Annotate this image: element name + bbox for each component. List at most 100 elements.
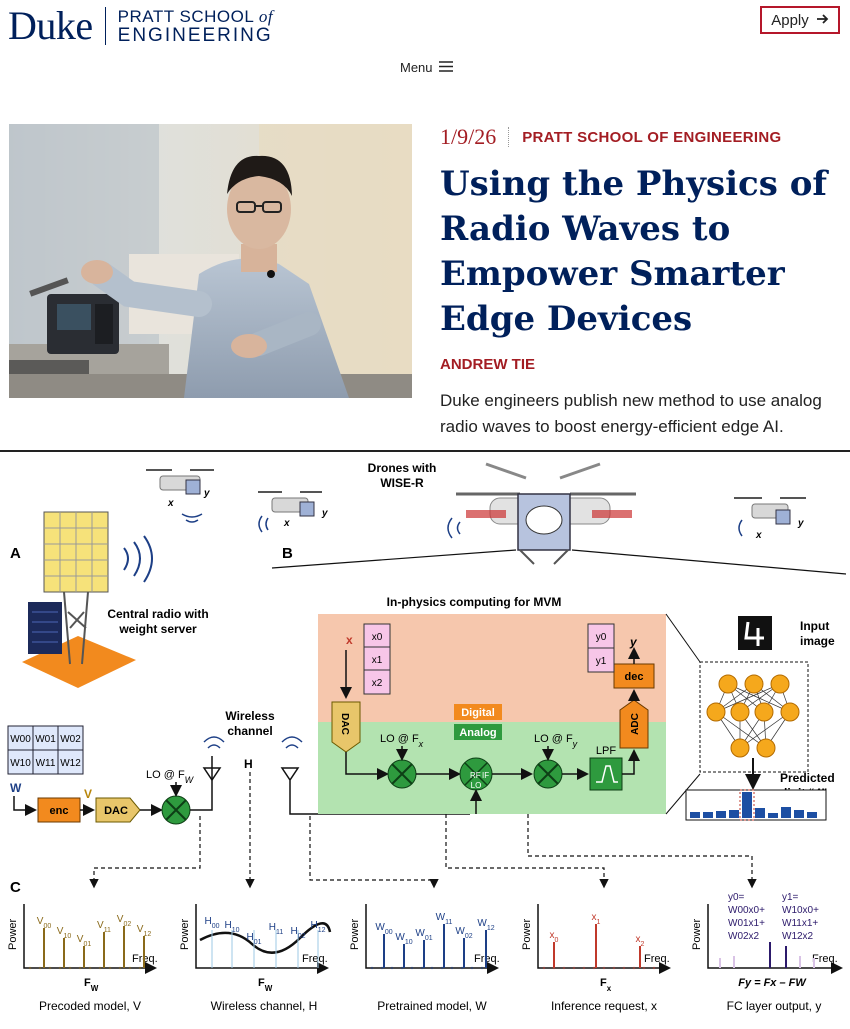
dac-label-tx: DAC bbox=[104, 805, 128, 817]
title-line: Empower Smarter bbox=[440, 254, 785, 294]
svg-text:y0: y0 bbox=[596, 632, 607, 643]
lo-fx-label: LO @ Fx bbox=[380, 733, 424, 749]
spectrum-bar-label: H00 bbox=[204, 916, 219, 930]
panel-b-label: B bbox=[282, 545, 293, 562]
arrow-right-icon bbox=[816, 12, 829, 29]
svg-text:x: x bbox=[755, 530, 762, 541]
spectrum-bar-label: H10 bbox=[224, 920, 239, 934]
logo-line2: ENGINEERING bbox=[117, 24, 273, 46]
svg-text:W02x2: W02x2 bbox=[728, 931, 760, 942]
axis-dot bbox=[450, 966, 454, 970]
plot-title: Wireless channel, H bbox=[211, 999, 318, 1013]
axis-dot bbox=[68, 966, 72, 970]
title-line: Using the Physics of bbox=[440, 164, 828, 204]
axis-dot bbox=[108, 966, 112, 970]
svg-text:Freq.: Freq. bbox=[644, 953, 670, 965]
y-symbol: y bbox=[629, 635, 638, 649]
spectrum-bar-label: V02 bbox=[117, 914, 132, 928]
axis-dot bbox=[78, 966, 82, 970]
duke-pratt-logo[interactable]: Duke PRATT SCHOOL of ENGINEERING bbox=[8, 2, 273, 49]
spectrum-bar-label: H11 bbox=[269, 922, 284, 936]
wireless-channel-label: Wireless bbox=[225, 709, 275, 723]
dac-block-rx bbox=[331, 701, 361, 753]
axis-dot bbox=[460, 966, 464, 970]
svg-text:W02: W02 bbox=[60, 734, 81, 745]
svg-text:W10: W10 bbox=[10, 758, 31, 769]
svg-text:x: x bbox=[167, 498, 174, 509]
svg-text:Freq.: Freq. bbox=[302, 953, 328, 965]
logo-of: of bbox=[258, 6, 274, 26]
article-author-link[interactable]: ANDREW TIE bbox=[440, 356, 535, 373]
tx-antenna-icon bbox=[202, 756, 222, 782]
svg-text:x2: x2 bbox=[372, 678, 383, 689]
analog-label: Analog bbox=[459, 727, 496, 739]
small-drone: y x bbox=[734, 497, 806, 541]
spectrum-bar-label: W12 bbox=[477, 918, 494, 932]
axis-dot bbox=[28, 966, 32, 970]
svg-text:y: y bbox=[321, 508, 328, 519]
axis-dot bbox=[562, 966, 566, 970]
spectrum-bar-label: x1 bbox=[592, 912, 601, 926]
axis-dot bbox=[470, 966, 474, 970]
fw-tick: FW bbox=[84, 977, 99, 993]
svg-text:Power: Power bbox=[7, 918, 19, 950]
input-image-label: Input bbox=[800, 619, 829, 633]
axis-dot bbox=[128, 966, 132, 970]
hamburger-icon bbox=[438, 60, 453, 75]
w-symbol: W bbox=[10, 781, 22, 795]
axis-dot bbox=[88, 966, 92, 970]
decoder-label: dec bbox=[625, 671, 644, 683]
spectrum-bar-label: V12 bbox=[137, 924, 152, 938]
svg-text:x: x bbox=[283, 518, 290, 529]
svg-text:LO: LO bbox=[471, 781, 482, 790]
article-date: 1/9/26 bbox=[440, 124, 497, 149]
logo-duke-wordmark: Duke bbox=[8, 3, 93, 48]
drones-label: Drones with bbox=[368, 461, 437, 475]
svg-text:Power: Power bbox=[691, 918, 703, 950]
drones-label: WISE-R bbox=[380, 476, 424, 490]
svg-text:W12: W12 bbox=[60, 758, 81, 769]
spectrum-bar-label: W02 bbox=[455, 926, 472, 940]
article-source-link[interactable]: PRATT SCHOOL OF ENGINEERING bbox=[522, 128, 782, 146]
input-image-label: image bbox=[800, 634, 835, 648]
apply-label: Apply bbox=[771, 11, 809, 29]
svg-text:W00: W00 bbox=[10, 734, 31, 745]
apply-button[interactable]: Apply bbox=[760, 6, 840, 34]
menu-label: Menu bbox=[400, 60, 433, 75]
input-digit-image bbox=[738, 616, 772, 650]
dac-label-rx: DAC bbox=[339, 713, 350, 735]
svg-text:Power: Power bbox=[521, 918, 533, 950]
weight-matrix: W00 W01 W02 W10 W11 W12 bbox=[7, 725, 84, 775]
h-symbol: H bbox=[244, 757, 253, 771]
svg-text:y: y bbox=[797, 518, 804, 529]
axis-dot bbox=[652, 966, 656, 970]
logo-line1: PRATT SCHOOL bbox=[117, 6, 254, 26]
main-drone bbox=[447, 462, 636, 565]
axis-dot bbox=[622, 966, 626, 970]
axis-dot bbox=[552, 966, 556, 970]
small-drone: y x bbox=[258, 491, 328, 533]
fy-equation: Fy = Fx – FW bbox=[738, 977, 807, 989]
axis-dot bbox=[440, 966, 444, 970]
axis-dot bbox=[582, 966, 586, 970]
axis-dot bbox=[370, 966, 374, 970]
site-header: Duke PRATT SCHOOL of ENGINEERING Apply M… bbox=[0, 0, 850, 110]
meta-divider bbox=[508, 127, 510, 147]
spectrum-bar-label: W01 bbox=[415, 928, 432, 942]
plot-title: FC layer output, y bbox=[727, 999, 822, 1013]
encoder-block bbox=[37, 797, 81, 823]
svg-text:y: y bbox=[203, 488, 210, 499]
axis-dot bbox=[632, 966, 636, 970]
svg-text:x1: x1 bbox=[372, 655, 383, 666]
axis-dot bbox=[572, 966, 576, 970]
menu-button[interactable]: Menu bbox=[400, 60, 453, 75]
axis-dot bbox=[542, 966, 546, 970]
spectrum-bar-label: W00 bbox=[375, 922, 392, 936]
central-radio-label: weight server bbox=[118, 622, 197, 636]
svg-text:W10x0+: W10x0+ bbox=[782, 905, 819, 916]
svg-text:y0=: y0= bbox=[728, 892, 745, 903]
axis-dot bbox=[390, 966, 394, 970]
lpf-block bbox=[589, 757, 623, 791]
